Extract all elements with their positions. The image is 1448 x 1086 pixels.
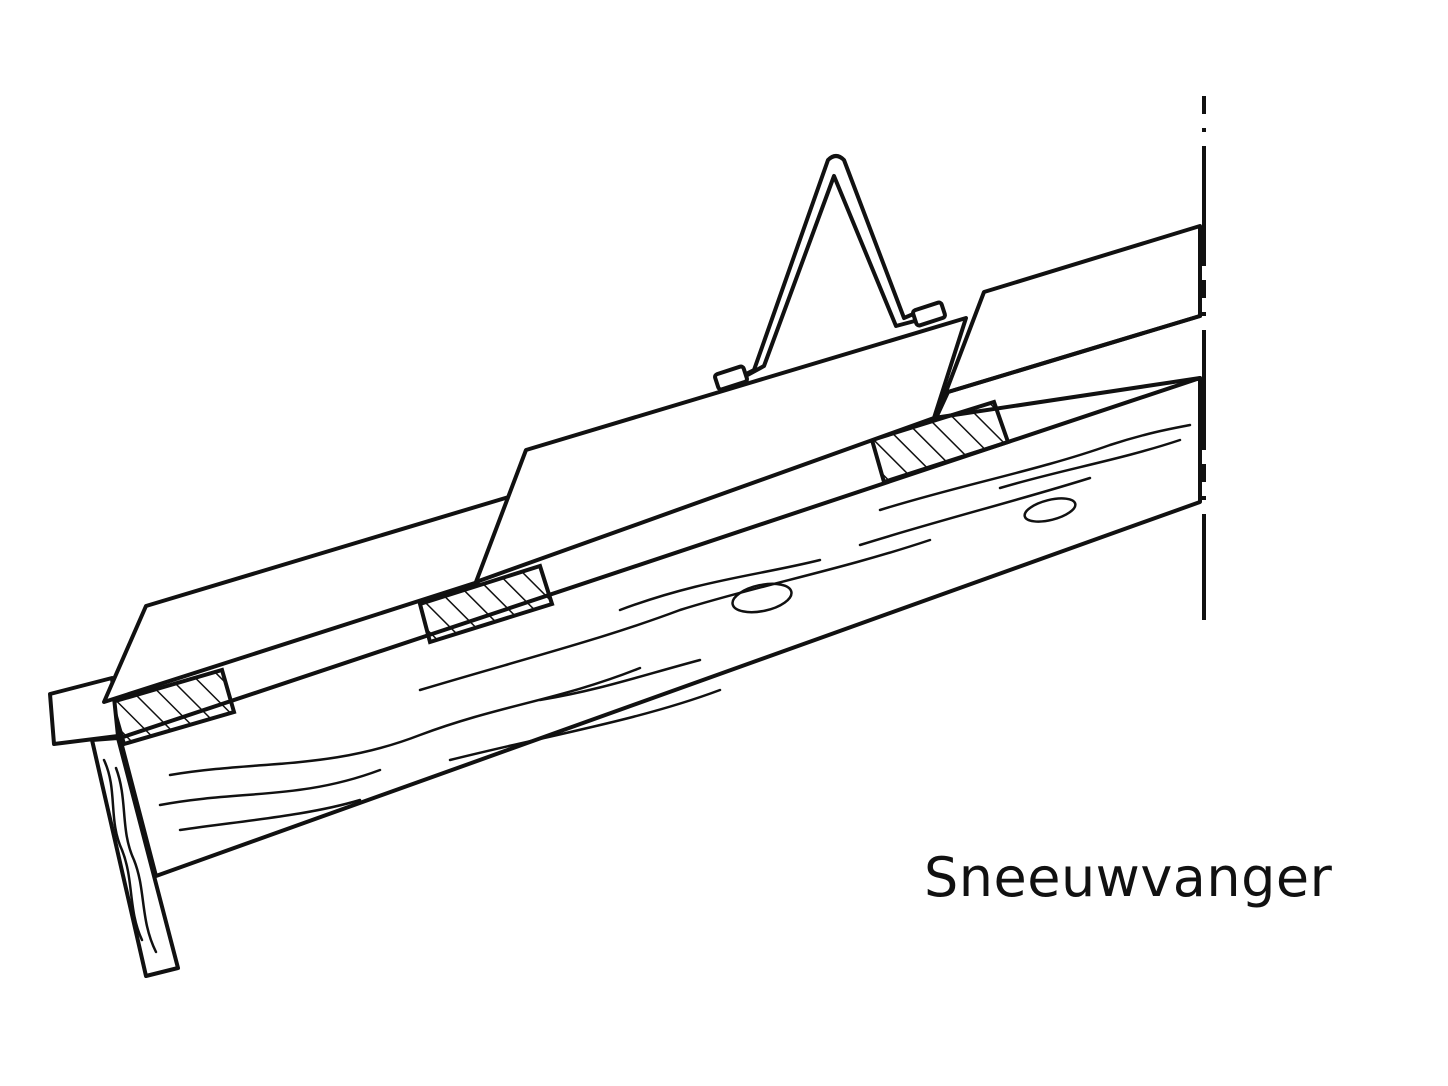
diagram-caption: Sneeuwvanger bbox=[924, 846, 1333, 909]
batten-2 bbox=[417, 563, 555, 645]
roof-tile-3 bbox=[932, 224, 1202, 420]
snow-guard bbox=[713, 154, 947, 392]
roof-tile-2 bbox=[474, 316, 968, 584]
rafter-beam bbox=[118, 376, 1202, 878]
batten-1 bbox=[109, 667, 237, 747]
fascia-board bbox=[48, 676, 120, 746]
